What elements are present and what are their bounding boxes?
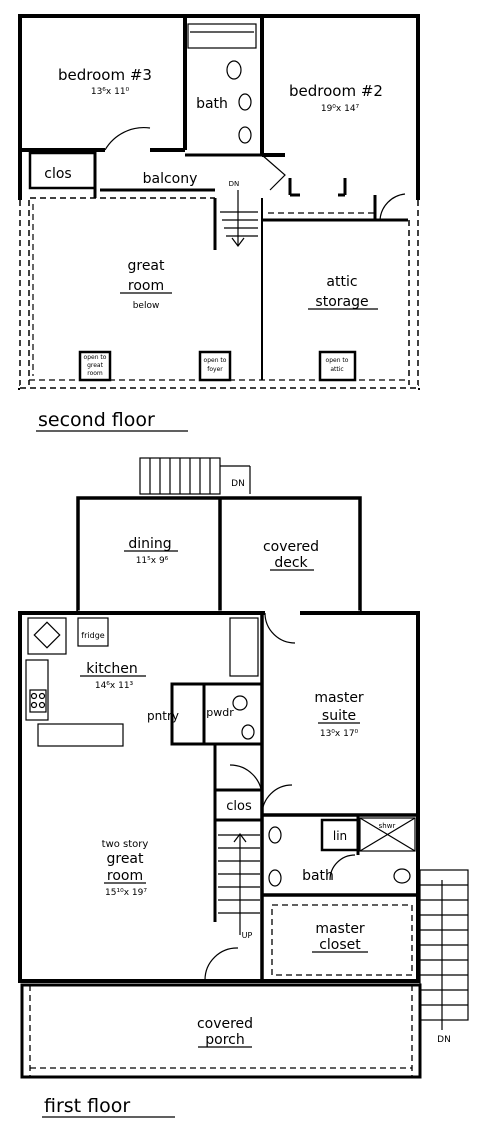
porch-stair: [419, 869, 469, 1030]
fridge-box: [77, 617, 109, 647]
open-to-1-line2: great: [87, 362, 104, 369]
great-room-label-3: below: [133, 301, 160, 311]
bedroom3-door-swing: [104, 126, 151, 151]
tub: [187, 23, 257, 49]
second-floor-plan: bedroom #3 13⁶x 11⁰ bath bedroom #2 19⁰x…: [17, 14, 421, 432]
main-stair-up-label: UP: [242, 931, 253, 940]
porch-label-2: porch: [205, 1032, 244, 1048]
open-to-1-line1: open to: [84, 354, 107, 361]
master-closet-label-1: master: [315, 921, 365, 937]
porch-stair-dn-label: DN: [437, 1035, 451, 1045]
second-floor-caption: second floor: [38, 409, 155, 431]
kitchen-label: kitchen: [86, 661, 138, 677]
first-floor-outline: [18, 611, 420, 983]
master-closet-label-2: closet: [319, 937, 361, 953]
main-stair: [213, 820, 260, 935]
first-floor-caption: first floor: [44, 1095, 130, 1117]
open-to-3-line2: attic: [330, 366, 343, 373]
second-closet-label: clos: [44, 166, 71, 182]
great-room-label-2: room: [128, 278, 164, 294]
stair-down: [213, 190, 263, 380]
open-to-great-room-box: [78, 350, 112, 382]
open-to-1-line3: room: [87, 370, 103, 377]
open-to-attic-box: [318, 350, 357, 382]
toilet: [226, 60, 242, 80]
shower: [359, 817, 416, 852]
master-suite-dims: 13⁰x 17⁰: [320, 729, 359, 739]
shower-label: shwr: [379, 822, 396, 830]
powder-box: [202, 682, 264, 746]
great-room-dims: 15¹⁰x 19⁷: [105, 888, 147, 898]
covered-deck-label-1: covered: [263, 539, 319, 555]
stove: [29, 689, 47, 713]
covered-deck-label-2: deck: [274, 555, 308, 571]
open-to-3-line1: open to: [326, 357, 349, 364]
great-room-label-line2: great: [106, 851, 144, 867]
second-bath-label: bath: [196, 96, 228, 112]
kitchen-island: [37, 723, 124, 747]
open-to-2-line1: open to: [204, 357, 227, 364]
kitchen-sink-corner: [27, 617, 67, 655]
attic-label-2: storage: [315, 294, 368, 310]
linen-box: [320, 818, 360, 852]
foyer-closet-box: [213, 788, 264, 822]
first-floor-plan: DN: [18, 457, 469, 1118]
stair-dn-label: DN: [229, 180, 240, 188]
porch-label-1: covered: [197, 1016, 253, 1032]
open-to-2-line2: foyer: [207, 366, 223, 373]
kitchen-dims: 14⁶x 11³: [95, 681, 134, 691]
attic-door-swing: [379, 193, 406, 221]
foyer-closet-label: clos: [226, 799, 252, 814]
covered-porch-frame: [20, 983, 422, 1079]
great-room-label-1: great: [127, 258, 165, 274]
laundry: [229, 617, 259, 677]
dining-dims: 11⁵x 9⁶: [136, 556, 169, 566]
bedroom2-label: bedroom #2: [289, 82, 383, 100]
balcony-label: balcony: [143, 171, 198, 187]
master-suite-label-1: master: [314, 690, 364, 706]
sink-2: [238, 126, 252, 144]
linen-label: lin: [333, 829, 347, 843]
great-room-label-line3: room: [107, 868, 143, 884]
pantry-label: pntry: [147, 709, 179, 723]
dining-label: dining: [128, 536, 171, 552]
rear-stair: [139, 457, 251, 495]
bedroom3-dims: 13⁶x 11⁰: [91, 87, 130, 97]
deck-door-swing: [264, 612, 296, 644]
sink-1: [238, 93, 252, 111]
master-closet-hanging: [271, 904, 413, 976]
master-bath-label: bath: [302, 868, 334, 884]
great-room-label-line1: two story: [102, 839, 149, 850]
fridge-label: fridge: [81, 631, 104, 640]
open-to-foyer-box: [198, 350, 232, 382]
powder-label: pwdr: [206, 706, 234, 719]
rear-stair-dn-label: DN: [231, 479, 245, 489]
attic-label-1: attic: [326, 274, 357, 290]
master-suite-label-2: suite: [322, 708, 356, 724]
bedroom3-label: bedroom #3: [58, 66, 152, 84]
bedroom2-dims: 19⁰x 14⁷: [321, 104, 360, 114]
